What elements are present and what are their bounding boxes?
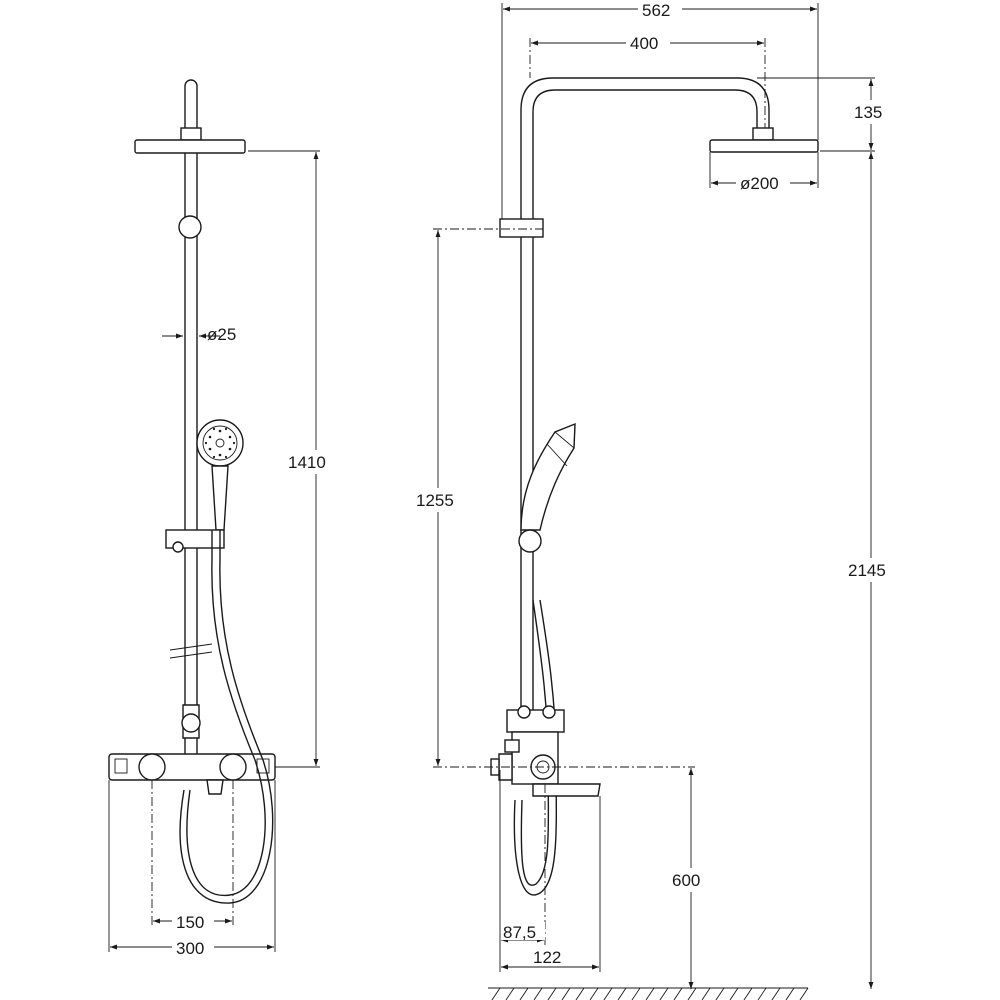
side-bath-spout (532, 783, 601, 797)
front-break-mark (169, 643, 213, 651)
dim-head-drop: 135 (854, 103, 882, 122)
side-hand-shower (520, 422, 576, 531)
dim-mixer-height: 600 (672, 871, 700, 890)
dim-wall-to-spout: 122 (533, 948, 561, 967)
front-top-riser (184, 79, 198, 134)
side-wall-bracket (499, 218, 544, 238)
side-head-fitting (752, 127, 774, 141)
front-head-fitting (180, 127, 202, 141)
dim-overall-width: 562 (642, 1, 670, 20)
dim-bar-diameter: ø25 (207, 325, 236, 344)
dim-overall-height: 2145 (848, 561, 886, 580)
side-shower-hose (513, 599, 558, 896)
dim-inlet-centers: 150 (176, 913, 204, 932)
front-mixer-inlet-right (219, 753, 247, 781)
side-view: 2145 562 400 135 ø200 1255 600 (412, 0, 895, 989)
front-shower-head (134, 139, 246, 154)
dim-wall-to-bar: 87,5 (503, 923, 536, 942)
dim-mixer-width: 300 (176, 939, 204, 958)
front-mixer-body (108, 753, 276, 781)
front-shower-hose (186, 530, 266, 897)
front-mixer-outlet (206, 779, 224, 795)
front-view: 1410 ø25 150 300 (108, 79, 334, 958)
front-hand-shower-handle (211, 465, 229, 531)
front-hand-shower-head (196, 419, 244, 467)
front-spray-nozzles (204, 427, 236, 459)
floor-line (488, 987, 809, 1000)
dim-mixer-to-head: 1410 (288, 453, 326, 472)
dim-mixer-to-bracket: 1255 (416, 491, 454, 510)
side-shower-head (709, 139, 819, 153)
side-bar-knob (518, 529, 542, 553)
front-mixer-inlet-left (138, 753, 166, 781)
front-bar-knob (178, 215, 202, 239)
side-overhead-arm (520, 77, 770, 222)
dim-arm-reach: 400 (630, 34, 658, 53)
dim-head-diameter: ø200 (740, 174, 779, 193)
